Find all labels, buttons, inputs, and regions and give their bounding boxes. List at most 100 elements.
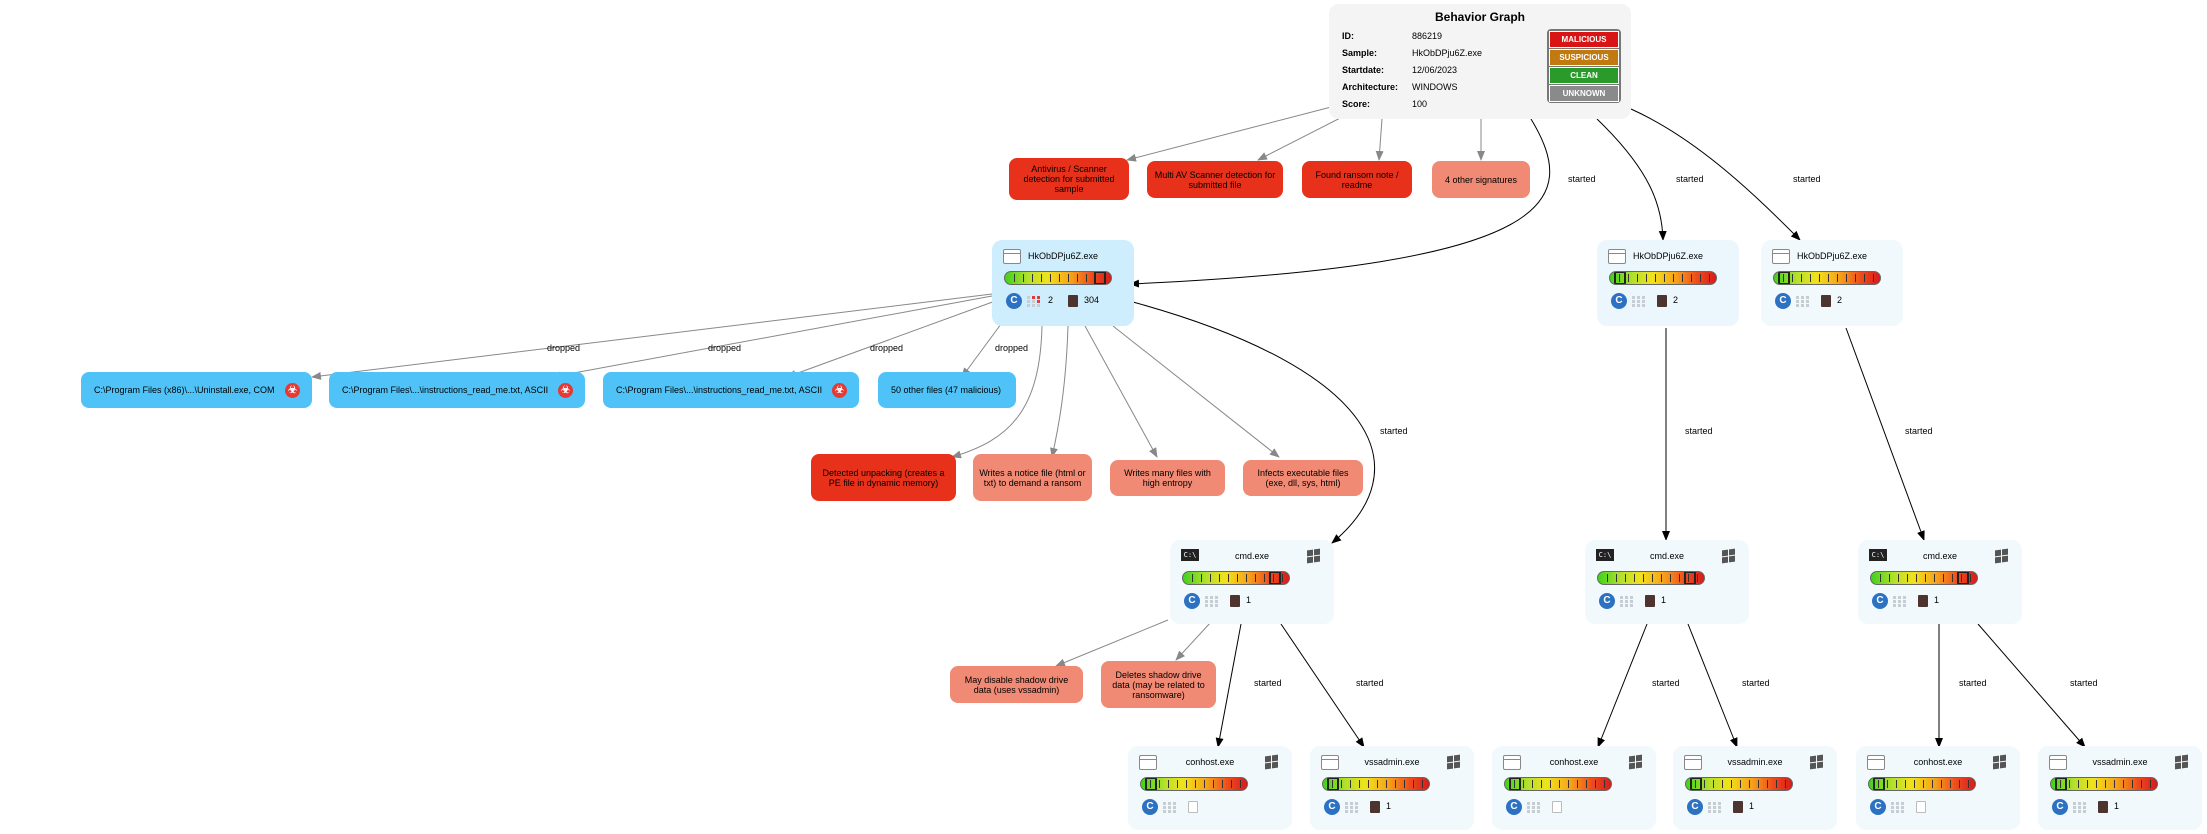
dropped-file-node[interactable]: C:\Program Files\...\instructions_read_m… — [329, 372, 585, 408]
edge-label-started: started — [1380, 426, 1408, 436]
signature-node[interactable]: Infects executable files (exe, dll, sys,… — [1243, 460, 1363, 496]
cmd-icon: C:\ — [1869, 549, 1887, 561]
signature-node[interactable]: Detected unpacking (creates a PE file in… — [811, 454, 956, 501]
edge-label-started: started — [1254, 678, 1282, 688]
signature-node[interactable]: Writes many files with high entropy — [1110, 460, 1225, 496]
process-node-conhost1[interactable]: conhost.exe C — [1128, 746, 1292, 830]
edge-main-cmd1 — [1132, 301, 1376, 544]
edge-cmd1-conhost1 — [1215, 623, 1242, 748]
files-count: 2 — [1673, 295, 1679, 305]
threads-icon — [1620, 596, 1635, 608]
threads-icon — [2073, 802, 2088, 814]
signature-node[interactable]: 4 other signatures — [1432, 161, 1530, 198]
files-count: 1 — [1246, 595, 1252, 605]
files-icon — [1188, 801, 1198, 813]
signature-node[interactable]: Found ransom note / readme — [1302, 161, 1412, 198]
window-icon — [1003, 249, 1021, 264]
cpp-icon: C — [2052, 799, 2068, 815]
threat-score-bar — [1597, 571, 1705, 585]
dropped-file-node[interactable]: C:\Program Files (x86)\...\Uninstall.exe… — [81, 372, 312, 408]
signature-node[interactable]: Deletes shadow drive data (may be relate… — [1101, 661, 1216, 708]
windows-icon — [1307, 548, 1322, 564]
process-name: HkObDPju6Z.exe — [1632, 251, 1704, 261]
files-icon — [1821, 295, 1831, 307]
legend-unknown: UNKNOWN — [1549, 85, 1619, 102]
edge-drop4 — [961, 319, 1005, 378]
cpp-icon: C — [1870, 799, 1886, 815]
files-count: 304 — [1084, 295, 1100, 305]
dropped-file-node[interactable]: C:\Program Files\...\instructions_read_m… — [603, 372, 859, 408]
threat-score-bar — [1868, 777, 1976, 791]
process-name: cmd.exe — [1922, 551, 1957, 561]
windows-icon — [1265, 754, 1280, 770]
files-icon — [2098, 801, 2108, 813]
legend-suspicious: SUSPICIOUS — [1549, 49, 1619, 66]
threads-icon — [1163, 802, 1178, 814]
signature-node[interactable]: Writes a notice file (html or txt) to de… — [973, 454, 1092, 501]
legend-clean: CLEAN — [1549, 67, 1619, 84]
edge-main-sig2 — [1050, 325, 1069, 458]
process-name: HkObDPju6Z.exe — [1796, 251, 1868, 261]
window-icon — [1684, 755, 1702, 770]
edge-label-started: started — [1568, 174, 1596, 184]
verdict-legend: MALICIOUS SUSPICIOUS CLEAN UNKNOWN — [1547, 29, 1621, 103]
threat-score-bar — [1004, 271, 1112, 285]
signature-node[interactable]: Antivirus / Scanner detection for submit… — [1009, 158, 1129, 200]
process-node-conhost2[interactable]: conhost.exe C — [1492, 746, 1656, 830]
files-icon — [1916, 801, 1926, 813]
process-name: cmd.exe — [1234, 551, 1269, 561]
biohazard-icon: ☣ — [558, 383, 573, 398]
signature-node[interactable]: Multi AV Scanner detection for submitted… — [1147, 161, 1283, 198]
cpp-icon: C — [1006, 293, 1022, 309]
cpp-icon: C — [1687, 799, 1703, 815]
window-icon — [1503, 755, 1521, 770]
dropped-file-node[interactable]: 50 other files (47 malicious) — [878, 372, 1016, 408]
files-count: 1 — [1749, 801, 1755, 811]
edge-cmd3-vss3 — [1977, 623, 2086, 748]
signature-node[interactable]: May disable shadow drive data (uses vssa… — [950, 666, 1083, 703]
window-icon — [2049, 755, 2067, 770]
edge-cmd1-vss1 — [1280, 623, 1365, 748]
edge-label-started: started — [1793, 174, 1821, 184]
edge-cmd1-sig2 — [1175, 621, 1212, 661]
edge-label-started: started — [1959, 678, 1987, 688]
edge-label-dropped: dropped — [547, 343, 581, 353]
files-icon — [1552, 801, 1562, 813]
edge-label-started: started — [1676, 174, 1704, 184]
windows-icon — [1629, 754, 1644, 770]
threads-icon — [1708, 802, 1723, 814]
process-node-conhost3[interactable]: conhost.exe C — [1856, 746, 2020, 830]
threads-icon — [1205, 596, 1220, 608]
files-count: 1 — [2114, 801, 2120, 811]
edge-drop2 — [551, 295, 993, 380]
edge-label-started: started — [1905, 426, 1933, 436]
edge-root-main — [1129, 118, 1551, 288]
threat-score-bar — [1140, 777, 1248, 791]
files-icon — [1230, 595, 1240, 607]
cpp-icon: C — [1611, 293, 1627, 309]
edge-main-sig1 — [951, 325, 1043, 459]
files-icon — [1733, 801, 1743, 813]
files-icon — [1645, 595, 1655, 607]
edge-main-sig3 — [1084, 325, 1158, 458]
window-icon — [1139, 755, 1157, 770]
edge-drop1 — [311, 293, 993, 380]
edge-root-sig1 — [1126, 105, 1336, 162]
edge-label-started: started — [1742, 678, 1770, 688]
cpp-icon: C — [1872, 593, 1888, 609]
edge-label-started: started — [1652, 678, 1680, 688]
edge-label-dropped: dropped — [870, 343, 904, 353]
window-icon — [1608, 249, 1626, 264]
threads-icon — [1527, 802, 1542, 814]
cpp-icon: C — [1324, 799, 1340, 815]
threads-icon — [1027, 296, 1042, 308]
